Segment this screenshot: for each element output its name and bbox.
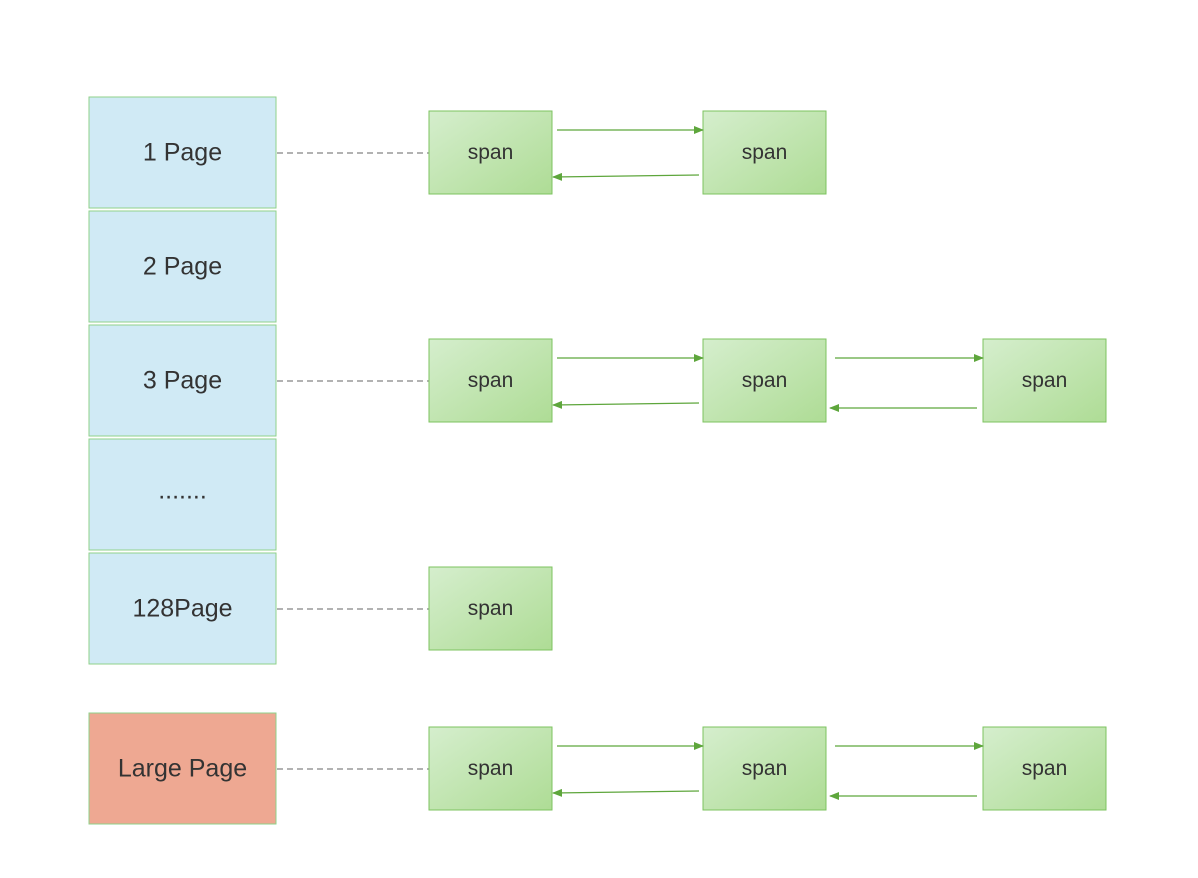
large-page-label: Large Page xyxy=(118,755,247,783)
large-page-span-3-label: span xyxy=(1022,757,1068,780)
page-128-label: 128Page xyxy=(132,595,232,623)
page-2-label: 2 Page xyxy=(143,253,222,281)
page-1-label: 1 Page xyxy=(143,139,222,167)
large-page-prev-arrow-1 xyxy=(552,788,700,797)
large-page-span-2-label: span xyxy=(742,757,788,780)
page-ellipsis-label: ....... xyxy=(158,477,207,505)
page-1-row: 1 Page span span xyxy=(88,96,827,209)
page-1-span-1-label: span xyxy=(468,141,514,164)
page-1-prev-arrow-1 xyxy=(552,172,700,181)
page-3-span-3[interactable] xyxy=(982,338,1107,423)
page-1-box[interactable] xyxy=(88,96,277,209)
large-page-span-3[interactable] xyxy=(982,726,1107,811)
page-3-span-1[interactable] xyxy=(428,338,553,423)
page-2-row: 2 Page xyxy=(88,210,277,323)
page-3-span-1-label: span xyxy=(468,369,514,392)
page-3-span-2[interactable] xyxy=(702,338,827,423)
page-3-box[interactable] xyxy=(88,324,277,437)
page-3-prev-arrow-1 xyxy=(552,400,700,409)
page-128-box[interactable] xyxy=(88,552,277,665)
page-ellipsis-box[interactable] xyxy=(88,438,277,551)
page-1-span-1[interactable] xyxy=(428,110,553,195)
large-page-span-2[interactable] xyxy=(702,726,827,811)
page-128-span-1[interactable] xyxy=(428,566,553,651)
large-page-box[interactable] xyxy=(88,712,277,825)
large-page-span-1[interactable] xyxy=(428,726,553,811)
page-1-span-2[interactable] xyxy=(702,110,827,195)
large-page-span-1-label: span xyxy=(468,757,514,780)
page-3-span-3-label: span xyxy=(1022,369,1068,392)
page-3-span-2-label: span xyxy=(742,369,788,392)
page-128-row: 128Page span xyxy=(88,552,553,665)
page-128-span-1-label: span xyxy=(468,597,514,620)
page-1-span-2-label: span xyxy=(742,141,788,164)
page-ellipsis-row: ....... xyxy=(88,438,277,551)
page-2-box[interactable] xyxy=(88,210,277,323)
page-3-row: 3 Page span span span xyxy=(88,324,1107,437)
page-3-label: 3 Page xyxy=(143,367,222,395)
large-page-row: Large Page span span span xyxy=(88,712,1107,825)
